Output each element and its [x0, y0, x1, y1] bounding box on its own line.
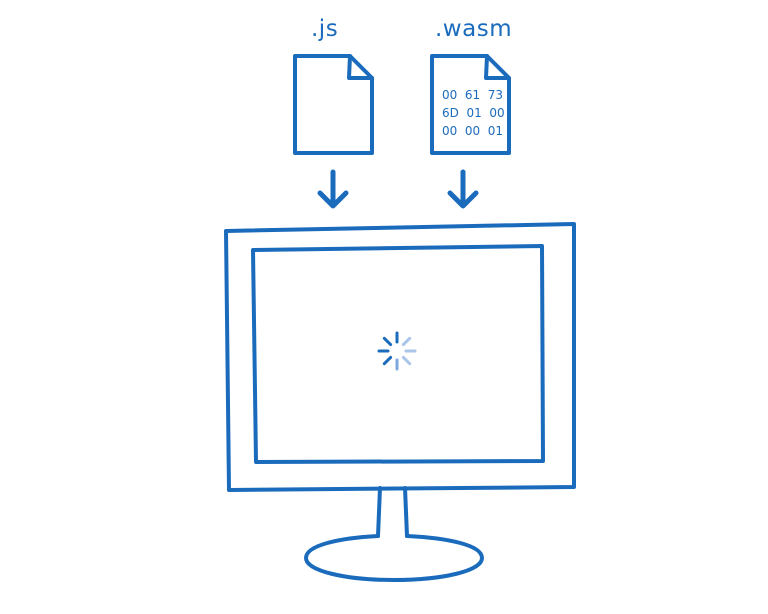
js-file-label: .js [311, 16, 339, 42]
arrow-down-icon-js [317, 169, 349, 209]
loading-spinner-icon [377, 331, 417, 371]
arrow-down-icon-wasm [447, 169, 479, 209]
js-document-icon [293, 54, 374, 155]
wasm-file-label: .wasm [435, 16, 513, 42]
monitor-icon [224, 222, 576, 582]
wasm-hex-row: 6D 01 00 [442, 106, 505, 120]
wasm-hex-row: 00 00 01 [442, 124, 504, 138]
wasm-document-icon [430, 54, 511, 155]
wasm-hex-row: 00 61 73 [442, 88, 504, 102]
